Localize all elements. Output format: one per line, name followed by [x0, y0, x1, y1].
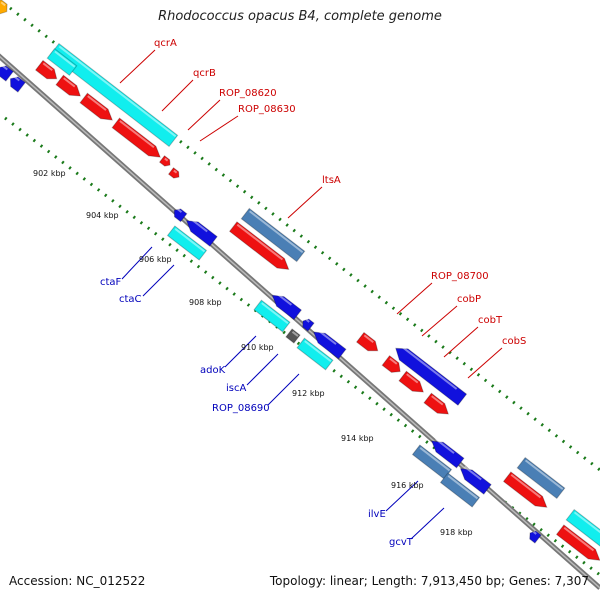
backbone [0, 53, 600, 590]
backbone-line [0, 53, 600, 590]
genes [0, 0, 600, 561]
accession-text: Accession: NC_012522 [9, 574, 146, 588]
genome-summary-text: Topology: linear; Length: 7,913,450 bp; … [269, 574, 589, 588]
leader-ROP_08700 [396, 282, 433, 315]
gene-red-cob-3 [423, 392, 450, 415]
leader-ROP_08630 [199, 115, 239, 142]
label-cobT: cobT [478, 315, 503, 326]
tick-label-4: 910 kbp [241, 343, 274, 352]
gene-edge-orange [0, 0, 8, 15]
gene-red-4 [111, 117, 161, 158]
gene-ctaC [166, 225, 208, 261]
label-ROP_08620: ROP_08620 [219, 88, 277, 99]
label-ctaC: ctaC [119, 294, 142, 305]
gene-iscA-blue [312, 329, 347, 360]
label-ROP_08700: ROP_08700 [431, 271, 489, 282]
label-qcrB: qcrB [193, 68, 216, 79]
gene-edge-blue-1 [0, 64, 14, 82]
gene-right-red [502, 471, 548, 508]
tick-label-7: 916 kbp [391, 481, 424, 490]
leader-ltsA [287, 186, 323, 219]
leader-qcrB [161, 79, 194, 112]
label-iscA: iscA [226, 383, 246, 394]
gene-iscA-cyan [296, 337, 334, 371]
gene-small-gray [285, 328, 301, 344]
tick-label-3: 908 kbp [189, 298, 222, 307]
label-cobP: cobP [457, 294, 481, 305]
leader-ROP_08690 [267, 373, 300, 406]
label-ltsA: ltsA [322, 175, 341, 186]
tick-label-2: 906 kbp [139, 255, 172, 264]
gene-red-2 [55, 74, 82, 97]
gene-ilvE-blue-2 [459, 465, 492, 495]
label-ilvE: ilvE [368, 509, 386, 520]
gene-ctaF-top [173, 208, 188, 223]
gene-small-blue [302, 318, 315, 332]
genome-title: Rhodococcus opacus B4, complete genome [158, 9, 442, 24]
leader-qcrA [119, 49, 156, 84]
gene-ilvE-blue-1 [430, 438, 465, 469]
leader-adoK [224, 335, 257, 368]
label-ROP_08690: ROP_08690 [212, 403, 270, 414]
ruler-tick-labels: 902 kbp 904 kbp 906 kbp 908 kbp 910 kbp 912 k… [33, 169, 473, 537]
tick-label-6: 914 kbp [341, 434, 374, 443]
gene-cobP-blue [395, 344, 468, 406]
leader-gcvT [410, 507, 445, 540]
gene-right-red-2 [555, 524, 600, 561]
leader-iscA [246, 353, 279, 386]
gene-red-cob-2 [398, 370, 425, 393]
tick-label-1: 904 kbp [86, 211, 119, 220]
label-gcvT: gcvT [389, 537, 414, 548]
leader-ctaC [142, 264, 175, 297]
leader-ctaF [121, 246, 153, 280]
gene-ctaF [185, 217, 218, 247]
tick-label-5: 912 kbp [292, 389, 325, 398]
gene-ROP08700 [355, 331, 379, 352]
gene-red-1 [34, 59, 58, 80]
gene-cyan-small [46, 47, 78, 77]
gene-adoK-blue [271, 292, 303, 321]
gene-right-steel [516, 456, 566, 500]
tick-label-8: 918 kbp [440, 528, 473, 537]
leader-cobS [467, 347, 503, 379]
gene-red-6 [167, 167, 180, 179]
gene-edge-blue-2 [9, 75, 26, 93]
gene-adoK-cyan [253, 299, 291, 333]
gene-ltsA-blue [240, 207, 306, 263]
label-cobS: cobS [502, 336, 526, 347]
leader-ilvE [385, 480, 419, 512]
rulers [4, 6, 600, 577]
gene-red-cob-1 [381, 355, 401, 373]
label-ctaF: ctaF [100, 277, 122, 288]
gene-gcvT-steel [439, 472, 481, 508]
gene-right-blue-small [529, 530, 542, 544]
tick-label-0: 902 kbp [33, 169, 66, 178]
leader-cobP [421, 305, 458, 337]
gene-right-cyan [565, 508, 600, 552]
gene-red-5 [158, 155, 171, 167]
leader-lines [119, 49, 503, 540]
leader-ROP_08620 [187, 99, 221, 131]
label-ROP_08630: ROP_08630 [238, 104, 296, 115]
label-qcrA: qcrA [154, 38, 177, 49]
label-adoK: adoK [200, 365, 226, 376]
gene-ltsA-red [228, 221, 290, 270]
leader-cobT [443, 326, 479, 358]
gene-red-3 [79, 92, 114, 121]
